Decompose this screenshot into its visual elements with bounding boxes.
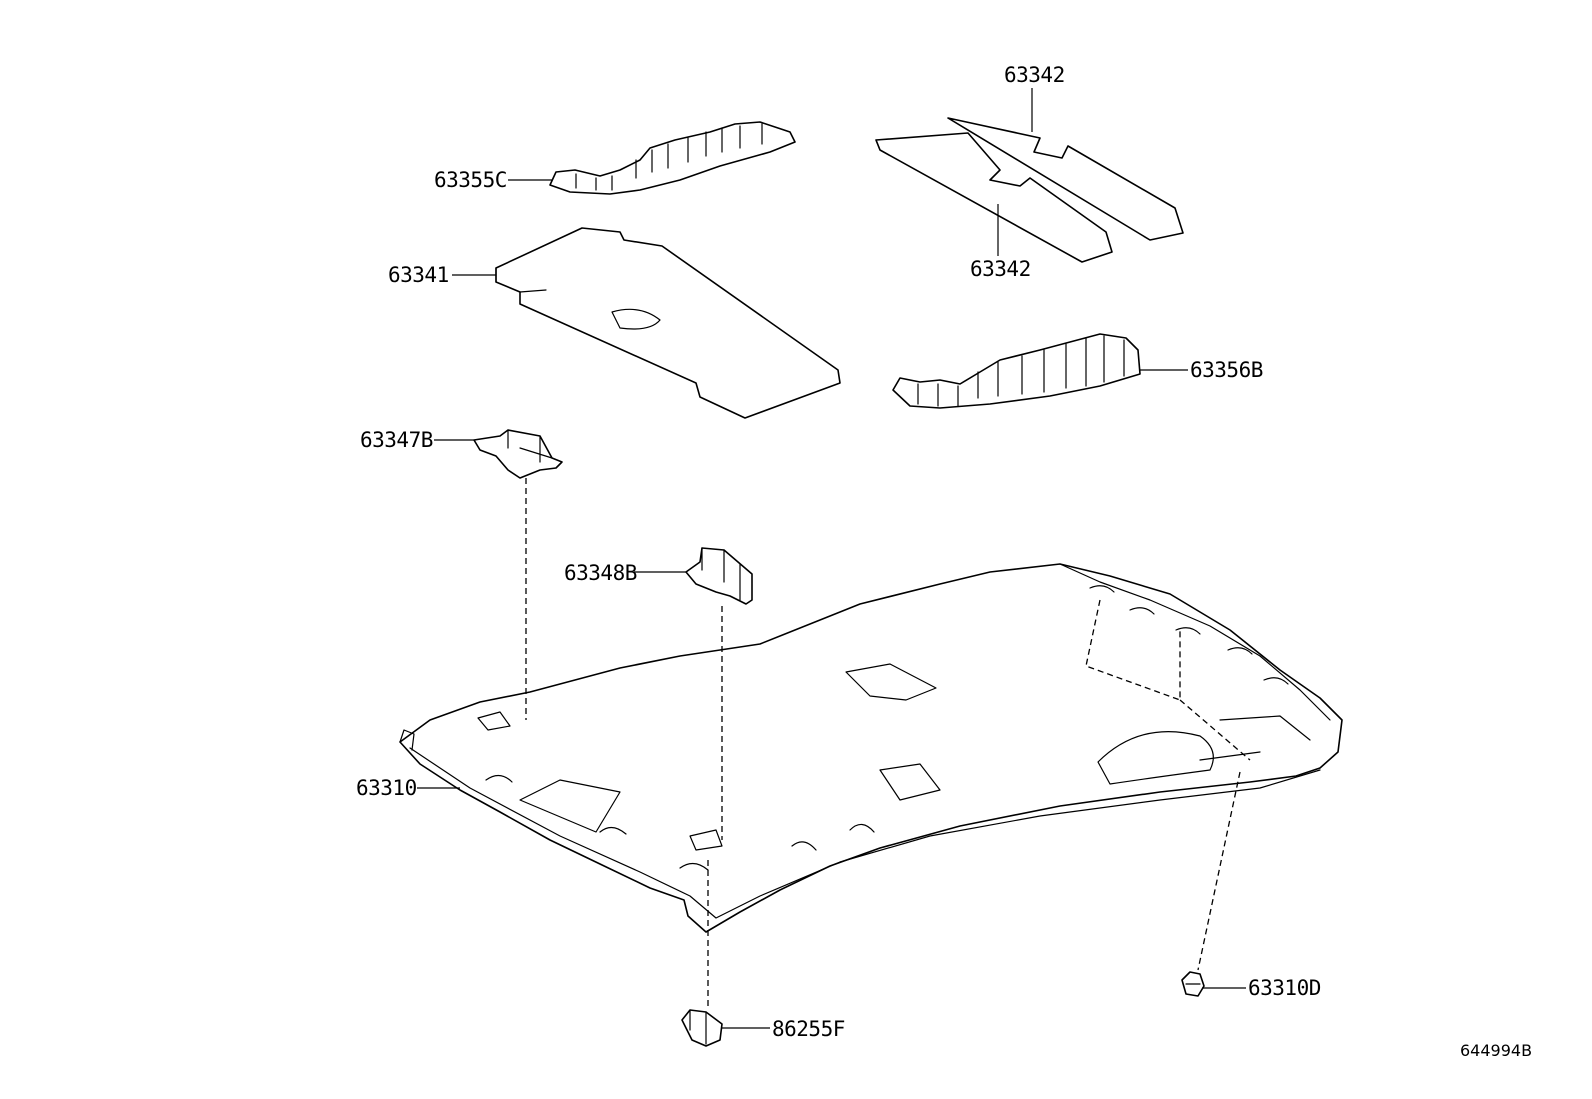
part-86255F-clip [681, 1009, 723, 1047]
leader-lines [417, 88, 1246, 1029]
label-63310: 63310 [356, 776, 417, 800]
part-63355C-bracket [549, 121, 796, 195]
part-63310-headliner [399, 563, 1343, 933]
part-63341-pad [495, 227, 841, 419]
label-63342-top: 63342 [1004, 63, 1065, 87]
label-63347B: 63347B [360, 428, 433, 452]
part-63347B-clip [473, 429, 563, 479]
label-63355C: 63355C [434, 168, 507, 192]
part-63342-strips [875, 117, 1184, 263]
part-63356B-bracket [892, 333, 1141, 409]
assembly-lines [525, 478, 1251, 1008]
label-63342-bottom: 63342 [970, 257, 1031, 281]
label-63341: 63341 [388, 263, 449, 287]
label-63356B: 63356B [1190, 358, 1263, 382]
part-63310D-clip [1181, 971, 1205, 997]
label-63348B: 63348B [564, 561, 637, 585]
label-63310D: 63310D [1248, 976, 1321, 1000]
label-86255F: 86255F [772, 1017, 845, 1041]
part-63348B-clip [685, 547, 753, 605]
diagram-reference-number: 644994B [1460, 1041, 1532, 1060]
